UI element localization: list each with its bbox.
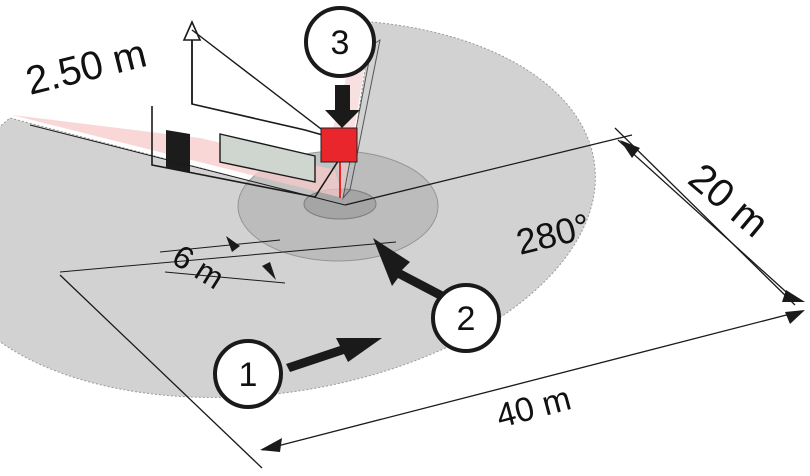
dim-6m-line-b (164, 271, 286, 284)
sensor-beam-edge (342, 38, 381, 200)
axis-horizontal (29, 124, 346, 206)
height-label: 2.50 m (22, 31, 151, 103)
door (166, 130, 190, 172)
dim-40m-line (261, 311, 799, 451)
arrowhead-20m-top-icon (620, 140, 640, 158)
marker-3-label: 3 (331, 24, 350, 62)
arrow-3-icon (325, 85, 360, 128)
marker-2: 2 (431, 283, 501, 353)
marker-1-label: 1 (239, 356, 258, 394)
axis-depth (344, 134, 633, 206)
sensor (320, 127, 358, 163)
marker-1: 1 (213, 339, 283, 409)
arrow-2-icon (373, 238, 444, 300)
marker-2-label: 2 (457, 300, 476, 338)
height-guide (191, 29, 326, 133)
edge-left (59, 274, 263, 469)
arrowhead-40m-left-icon (260, 438, 282, 452)
marker-3: 3 (304, 6, 376, 78)
arrow-1-icon (286, 338, 382, 372)
arrowhead-6m-bottom-icon (262, 262, 276, 280)
arrowhead-40m-right-icon (785, 310, 805, 324)
depth-label: 20 m (680, 155, 776, 246)
dim-6m-line-a (159, 239, 281, 253)
edge-right (614, 127, 796, 306)
arrowhead-6m-top-icon (226, 236, 240, 252)
height-arrow-icon (182, 20, 202, 41)
arrowhead-20m-bottom-icon (782, 290, 805, 302)
dim-20m-line (617, 139, 796, 301)
window-panel (219, 133, 316, 183)
axis-width (59, 241, 397, 273)
